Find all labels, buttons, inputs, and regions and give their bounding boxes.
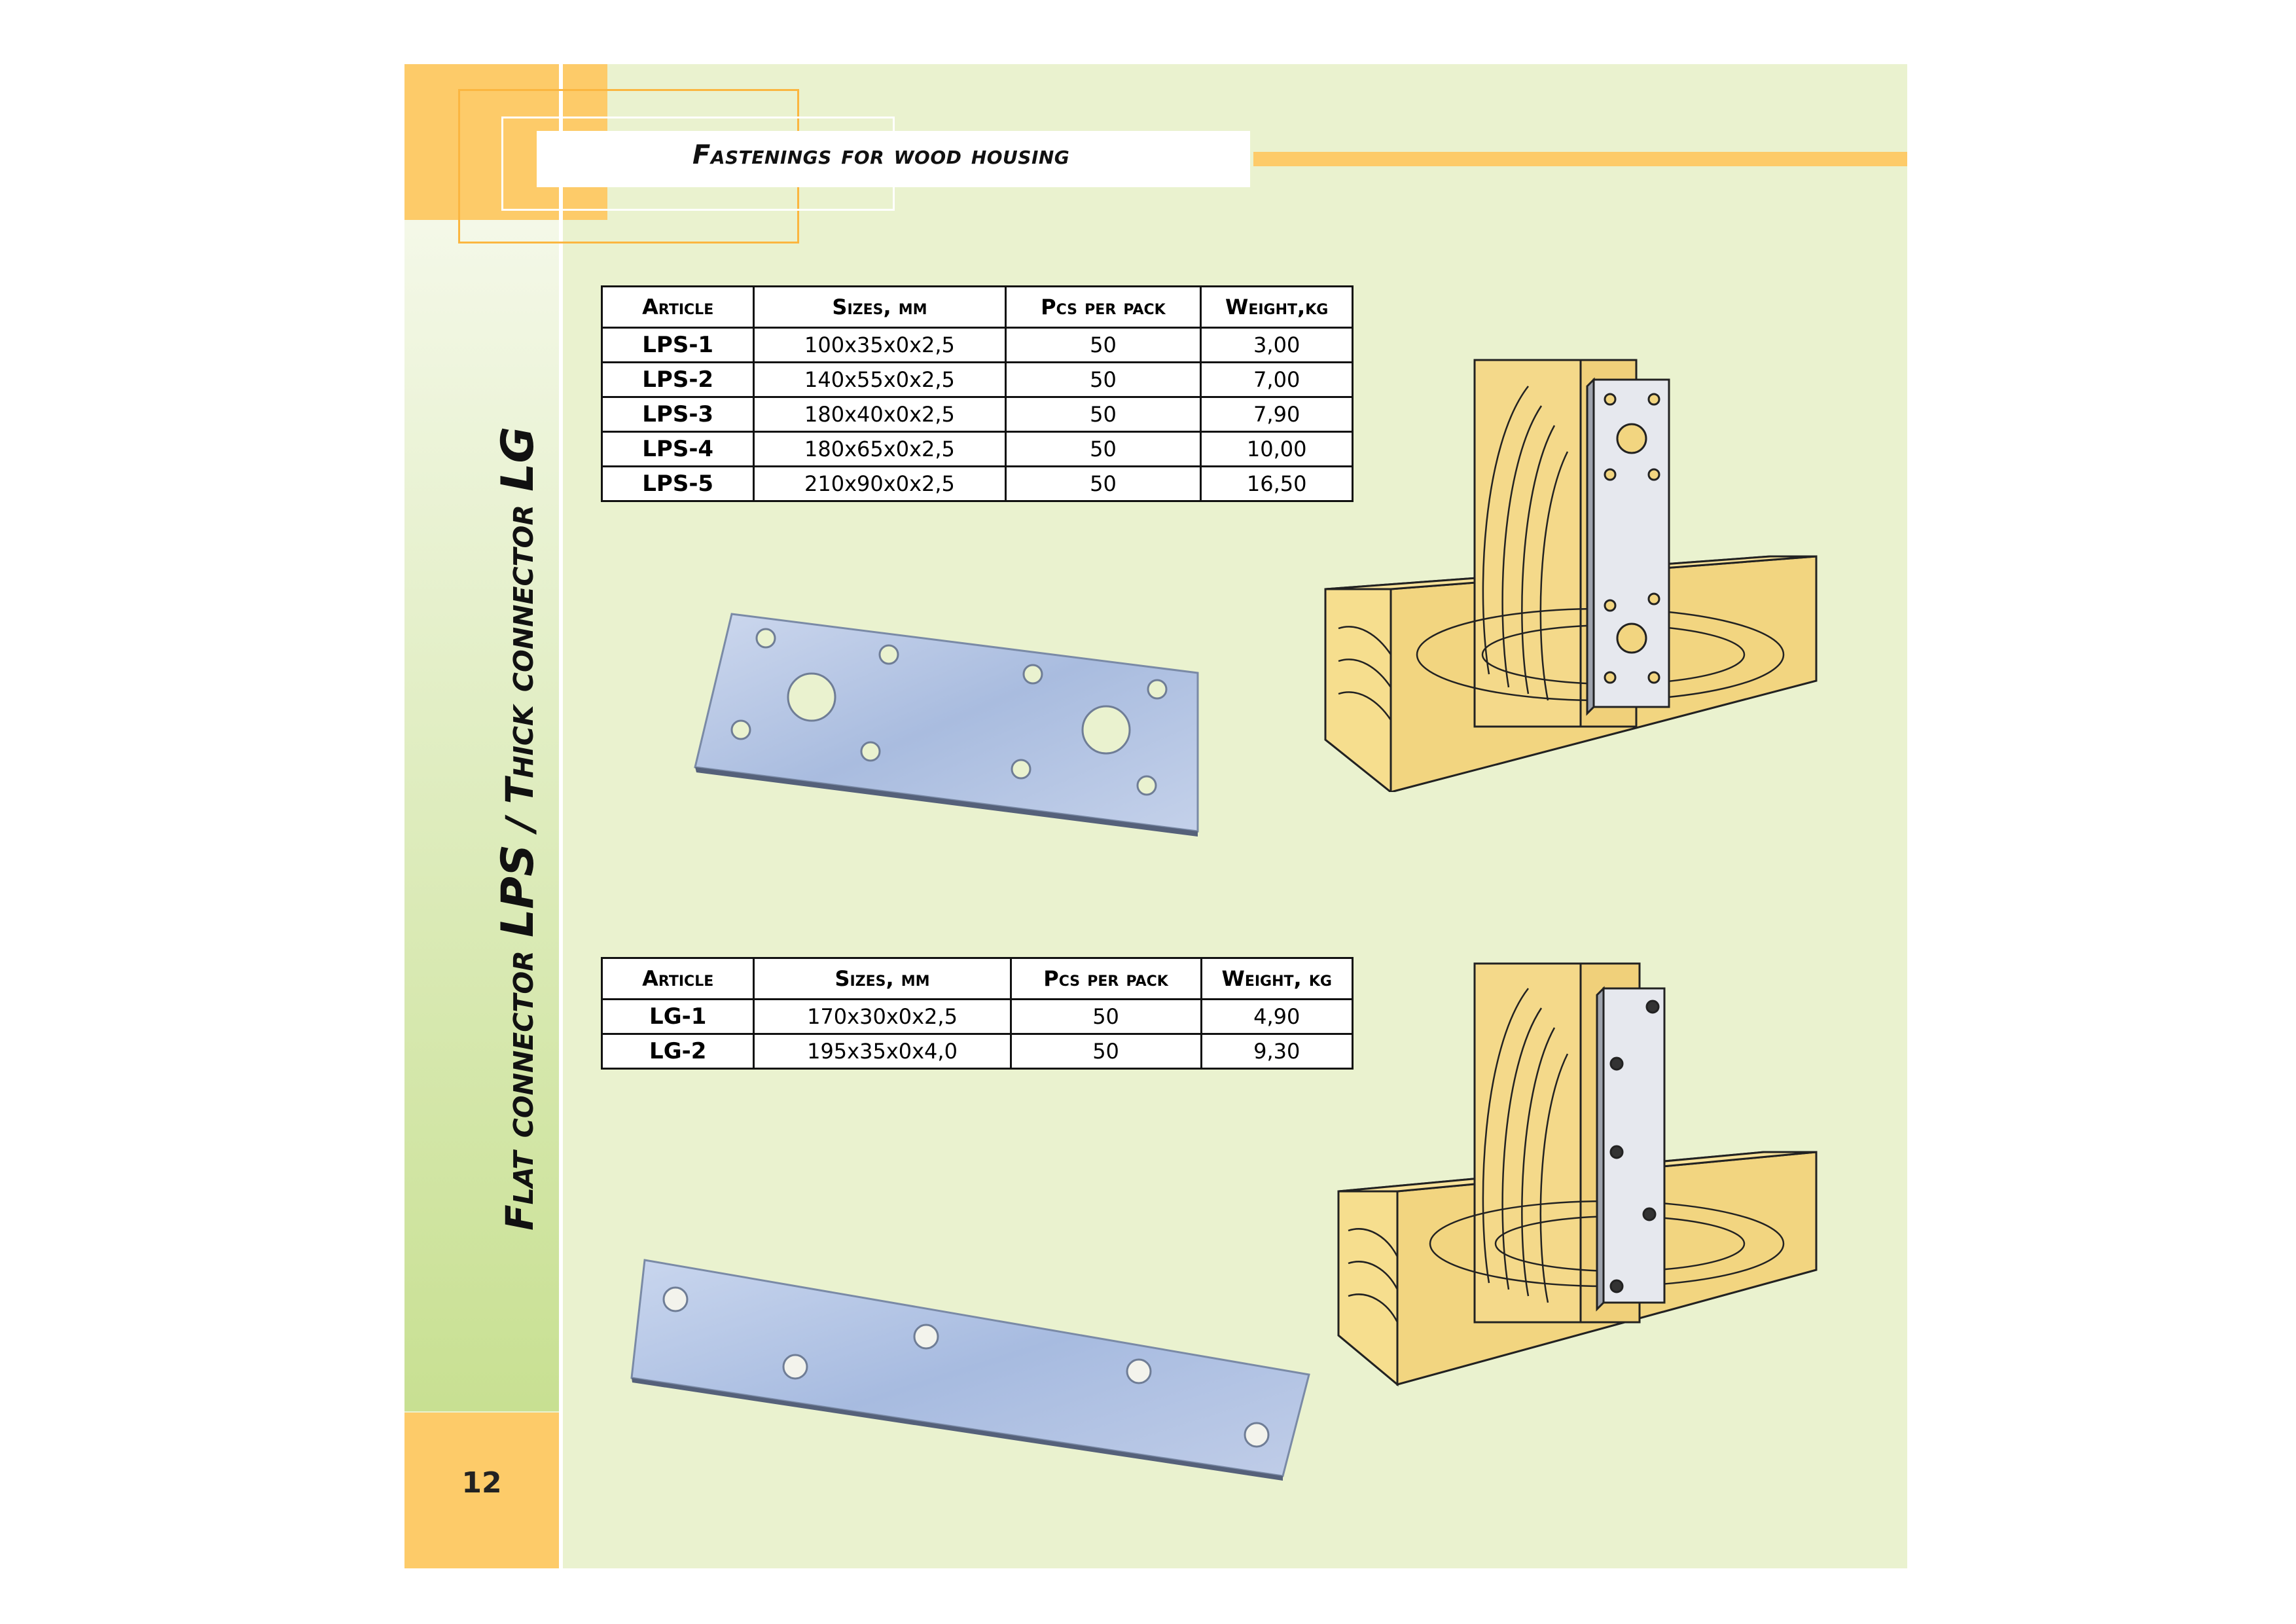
header-pcs-per-pack: Pcs per pack <box>1009 957 1202 1000</box>
cell-weight: 3,00 <box>1200 327 1354 363</box>
header-weight: Weight,kg <box>1200 285 1354 329</box>
side-title-prefix-2: Thick connector <box>497 491 542 804</box>
cell-sizes: 170x30x0x2,5 <box>753 998 1012 1035</box>
cell-pcs: 50 <box>1004 327 1202 363</box>
cell-article: LPS-2 <box>600 361 755 398</box>
vertical-section-title: Flat connector LPS / Thick connector LG <box>492 427 544 1231</box>
header-sizes: Sizes, mm <box>753 285 1007 329</box>
page-number: 12 <box>461 1466 502 1500</box>
lps-spec-table: Article Sizes, mm Pcs per pack Weight,kg… <box>600 285 1354 502</box>
side-title-prefix-1: Flat connector <box>497 937 542 1231</box>
lg-spec-table: Article Sizes, mm Pcs per pack Weight, k… <box>600 957 1354 1070</box>
cell-weight: 16,50 <box>1200 465 1354 502</box>
table-row: LG-2 195x35x0x4,0 50 9,30 <box>600 1033 1354 1070</box>
flat-connector-plate-illustration <box>694 613 1199 837</box>
wood-post-with-flat-connector-illustration <box>1324 359 1818 792</box>
cell-article: LG-1 <box>600 998 755 1035</box>
side-divider <box>559 64 563 1568</box>
cell-weight: 9,30 <box>1200 1033 1354 1070</box>
header-title: Fastenings for wood housing <box>692 140 1070 170</box>
side-band <box>404 220 559 1411</box>
cell-pcs: 50 <box>1004 465 1202 502</box>
cell-sizes: 100x35x0x2,5 <box>753 327 1007 363</box>
cell-weight: 10,00 <box>1200 431 1354 467</box>
table-row: LPS-5 210x90x0x2,5 50 16,50 <box>600 465 1354 502</box>
cell-weight: 7,90 <box>1200 396 1354 433</box>
cell-weight: 4,90 <box>1200 998 1354 1035</box>
cell-article: LPS-5 <box>600 465 755 502</box>
table-row: LG-1 170x30x0x2,5 50 4,90 <box>600 998 1354 1035</box>
cell-pcs: 50 <box>1004 361 1202 398</box>
table-header-row: Article Sizes, mm Pcs per pack Weight, k… <box>600 957 1354 1000</box>
header-bar <box>537 131 1250 187</box>
thick-connector-plate-illustration <box>630 1259 1310 1481</box>
table-row: LPS-4 180x65x0x2,5 50 10,00 <box>600 431 1354 467</box>
cell-sizes: 210x90x0x2,5 <box>753 465 1007 502</box>
table-header-row: Article Sizes, mm Pcs per pack Weight,kg <box>600 285 1354 329</box>
header-weight: Weight, kg <box>1200 957 1354 1000</box>
table-row: LPS-3 180x40x0x2,5 50 7,90 <box>600 396 1354 433</box>
cell-pcs: 50 <box>1009 998 1202 1035</box>
header-article: Article <box>600 957 755 1000</box>
cell-weight: 7,00 <box>1200 361 1354 398</box>
page-number-box <box>404 1413 559 1568</box>
cell-pcs: 50 <box>1004 431 1202 467</box>
cell-sizes: 180x40x0x2,5 <box>753 396 1007 433</box>
header-pcs-per-pack: Pcs per pack <box>1004 285 1202 329</box>
cell-article: LPS-1 <box>600 327 755 363</box>
cell-article: LG-2 <box>600 1033 755 1070</box>
side-title-product-2: LG <box>492 426 544 492</box>
table-row: LPS-1 100x35x0x2,5 50 3,00 <box>600 327 1354 363</box>
header-article: Article <box>600 285 755 329</box>
wood-post-with-thick-connector-illustration <box>1337 962 1818 1387</box>
cell-article: LPS-4 <box>600 431 755 467</box>
cell-pcs: 50 <box>1004 396 1202 433</box>
table-row: LPS-2 140x55x0x2,5 50 7,00 <box>600 361 1354 398</box>
header-accent-line <box>1253 152 1907 166</box>
header-sizes: Sizes, mm <box>753 957 1012 1000</box>
cell-sizes: 195x35x0x4,0 <box>753 1033 1012 1070</box>
cell-pcs: 50 <box>1009 1033 1202 1070</box>
side-title-separator: / <box>497 804 542 844</box>
cell-sizes: 140x55x0x2,5 <box>753 361 1007 398</box>
side-title-product-1: LPS <box>492 844 544 938</box>
cell-sizes: 180x65x0x2,5 <box>753 431 1007 467</box>
cell-article: LPS-3 <box>600 396 755 433</box>
